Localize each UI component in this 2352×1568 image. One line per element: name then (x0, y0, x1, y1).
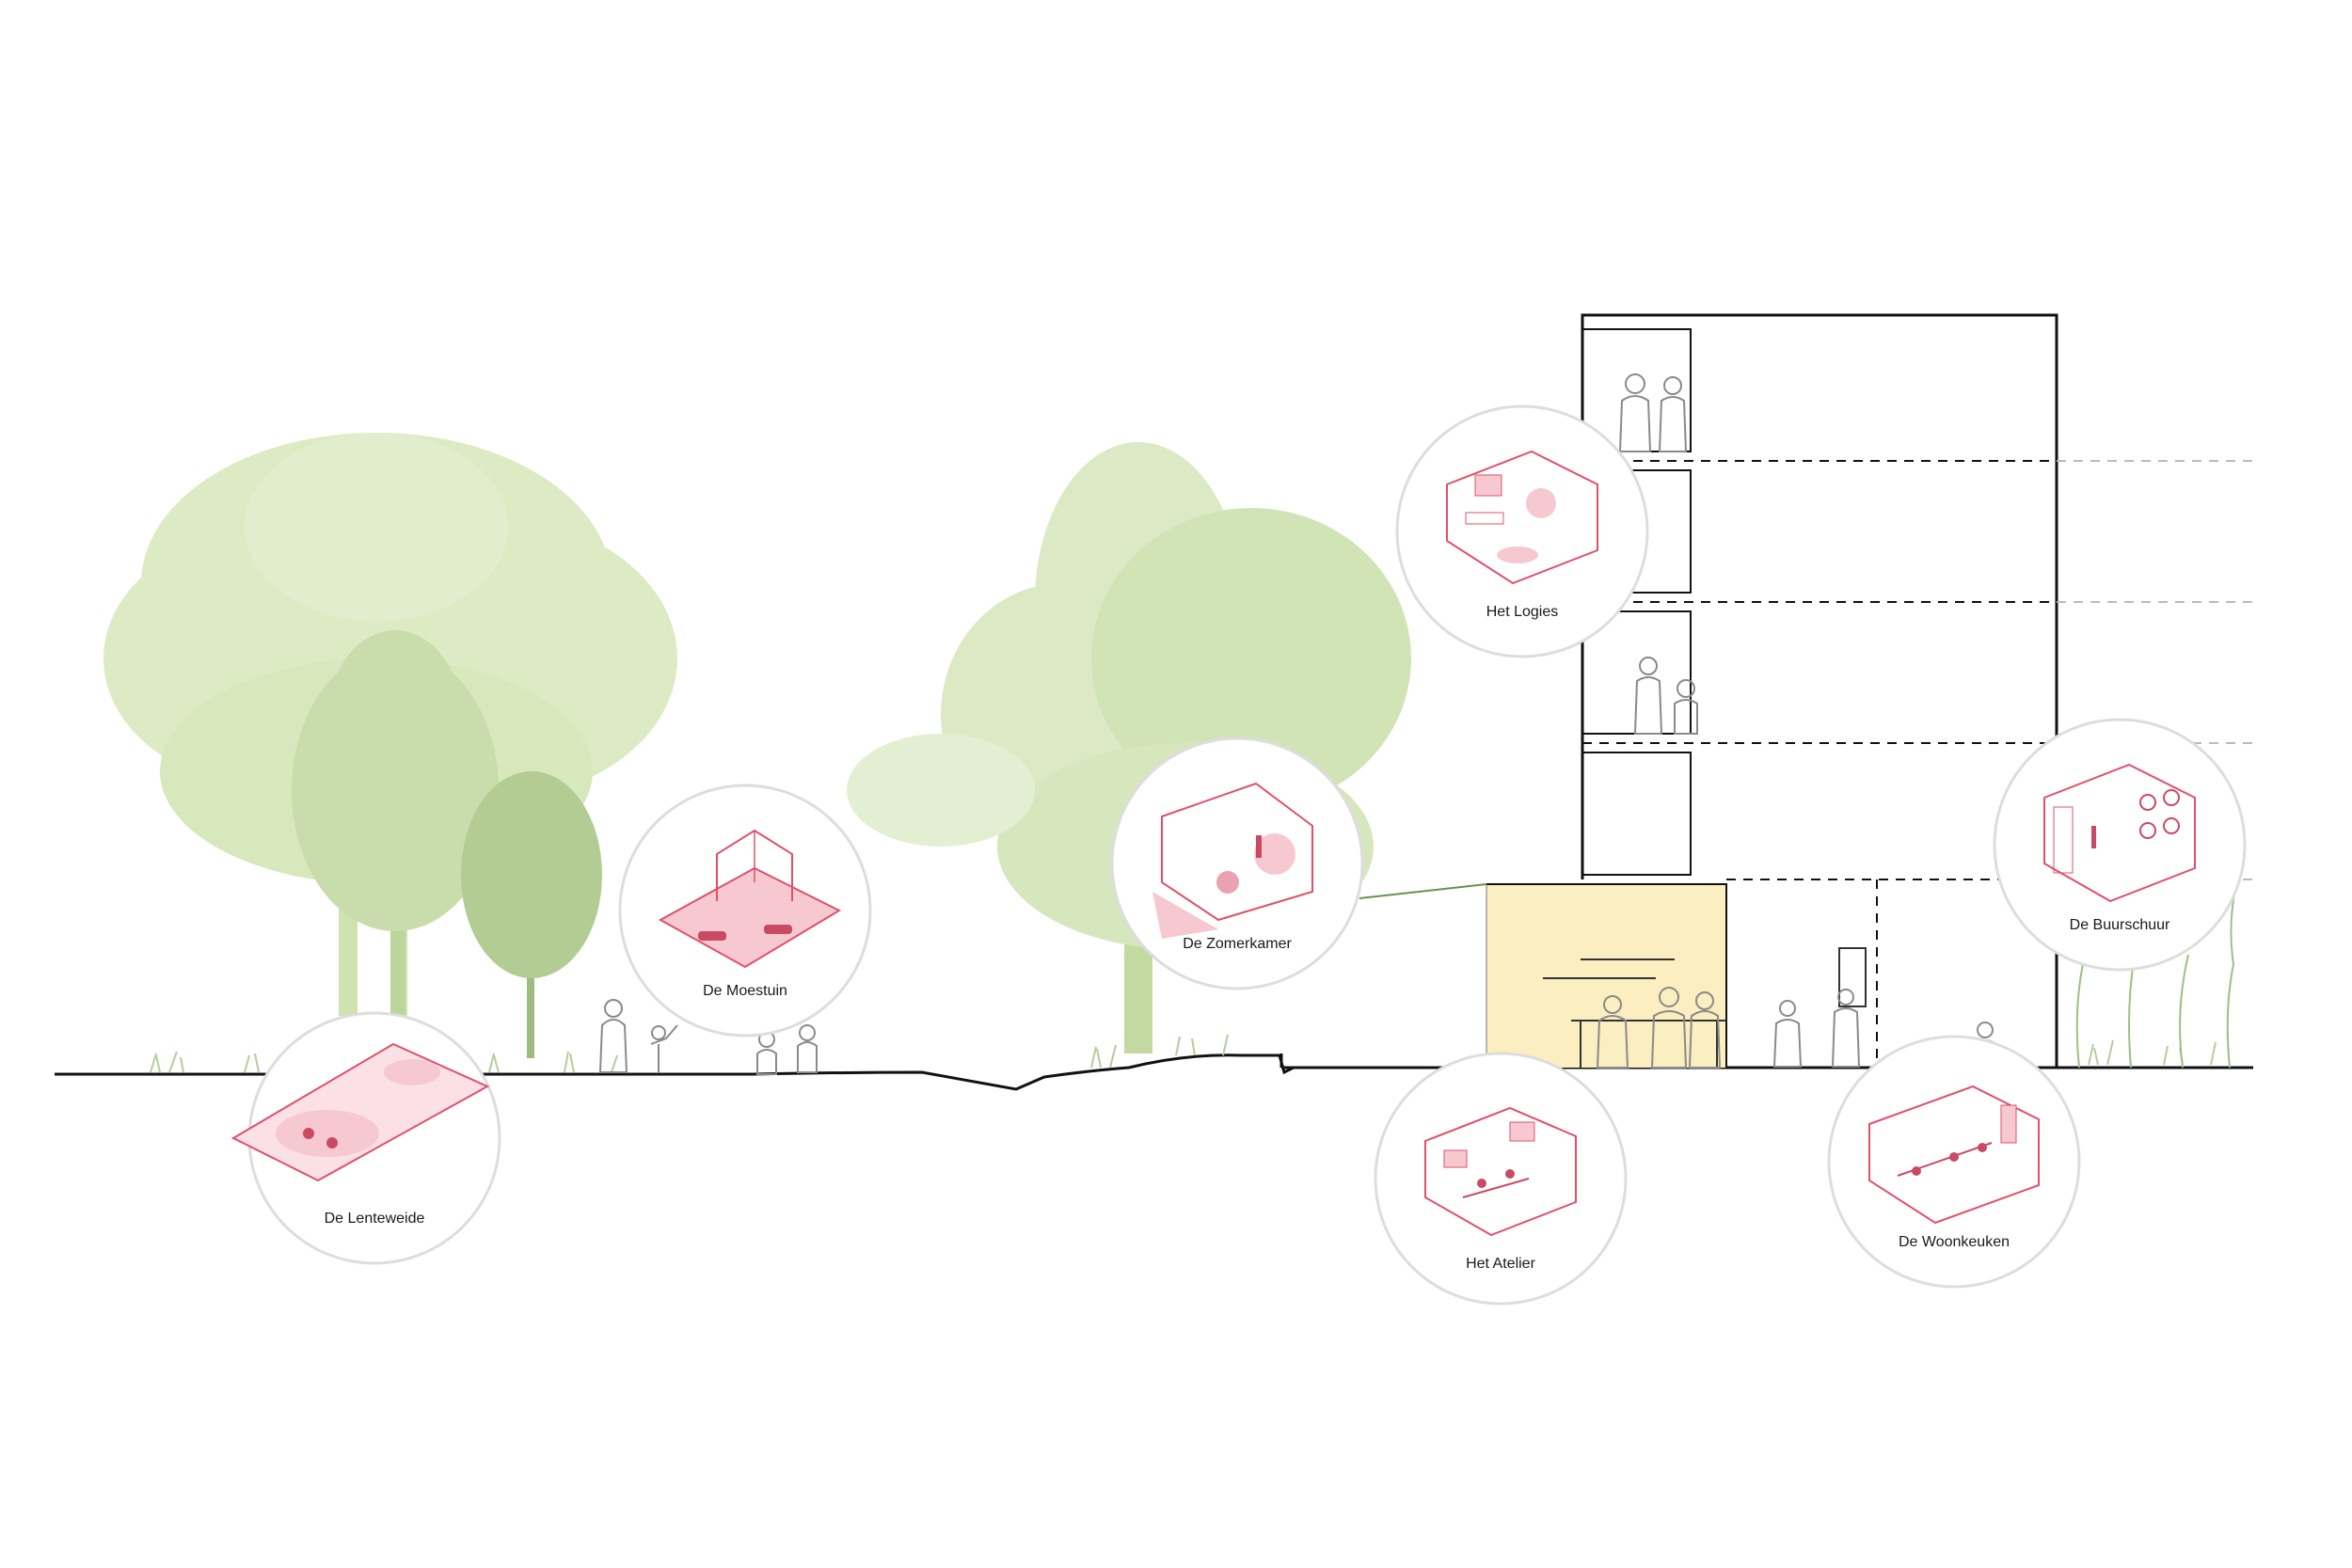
greenhouse-icon (658, 829, 842, 969)
bubble-logies[interactable]: Het Logies (1395, 404, 1649, 658)
person-figure (1674, 679, 1698, 735)
grass (150, 1034, 2217, 1073)
people-figures (598, 373, 1997, 1075)
window-floor-2 (1581, 752, 1692, 876)
atelier-room-icon (1424, 1106, 1577, 1237)
ground-line (55, 1053, 2253, 1091)
bubble-atelier[interactable]: Het Atelier (1374, 1052, 1628, 1306)
person-figure (1772, 1000, 1803, 1068)
person-figure (1633, 657, 1663, 735)
bubble-label: Het Atelier (1466, 1256, 1535, 1272)
person-figure (598, 999, 628, 1073)
bubble-buurschuur[interactable]: De Buurschuur (1993, 718, 2247, 972)
summer-room-icon (1152, 782, 1313, 939)
kitchen-room-icon (1868, 1085, 2040, 1225)
person-figure (1618, 373, 1652, 452)
door-frame (1838, 947, 1867, 1007)
person-figure (1831, 989, 1861, 1068)
meadow-icon (230, 1042, 490, 1182)
ground-floor-furniture (1543, 958, 1726, 1068)
person-figure (1650, 987, 1688, 1069)
bubble-lenteweide[interactable]: De Lenteweide (230, 1011, 501, 1265)
bike-shed-icon (2043, 763, 2196, 903)
tree-mid-left (292, 630, 499, 1016)
person-figure (1596, 995, 1629, 1069)
tree-conifer (461, 771, 602, 1058)
bubble-zomerkamer[interactable]: De Zomerkamer (1110, 736, 1364, 990)
person-figure (797, 1024, 818, 1073)
bubble-label: Het Logies (1486, 604, 1559, 620)
bubble-label: De Zomerkamer (1183, 936, 1292, 952)
person-figure (756, 1031, 777, 1075)
bubble-moestuin[interactable]: De Moestuin (618, 784, 872, 1037)
person-figure (650, 1024, 678, 1072)
person-figure (1658, 376, 1688, 452)
bubble-woonkeuken[interactable]: De Woonkeuken (1827, 1035, 2081, 1289)
bubble-label: De Moestuin (703, 983, 787, 999)
lodging-room-icon (1446, 450, 1598, 585)
bubble-label: De Lenteweide (325, 1211, 425, 1227)
bubble-label: De Buurschuur (2070, 917, 2170, 933)
pergola (1359, 883, 1487, 899)
tree-large-center (847, 442, 1411, 1053)
person-figure (1688, 991, 1722, 1069)
bubble-label: De Woonkeuken (1899, 1234, 2010, 1250)
ground-floor-glow (1486, 884, 1726, 1068)
building-section (1279, 313, 2253, 1069)
